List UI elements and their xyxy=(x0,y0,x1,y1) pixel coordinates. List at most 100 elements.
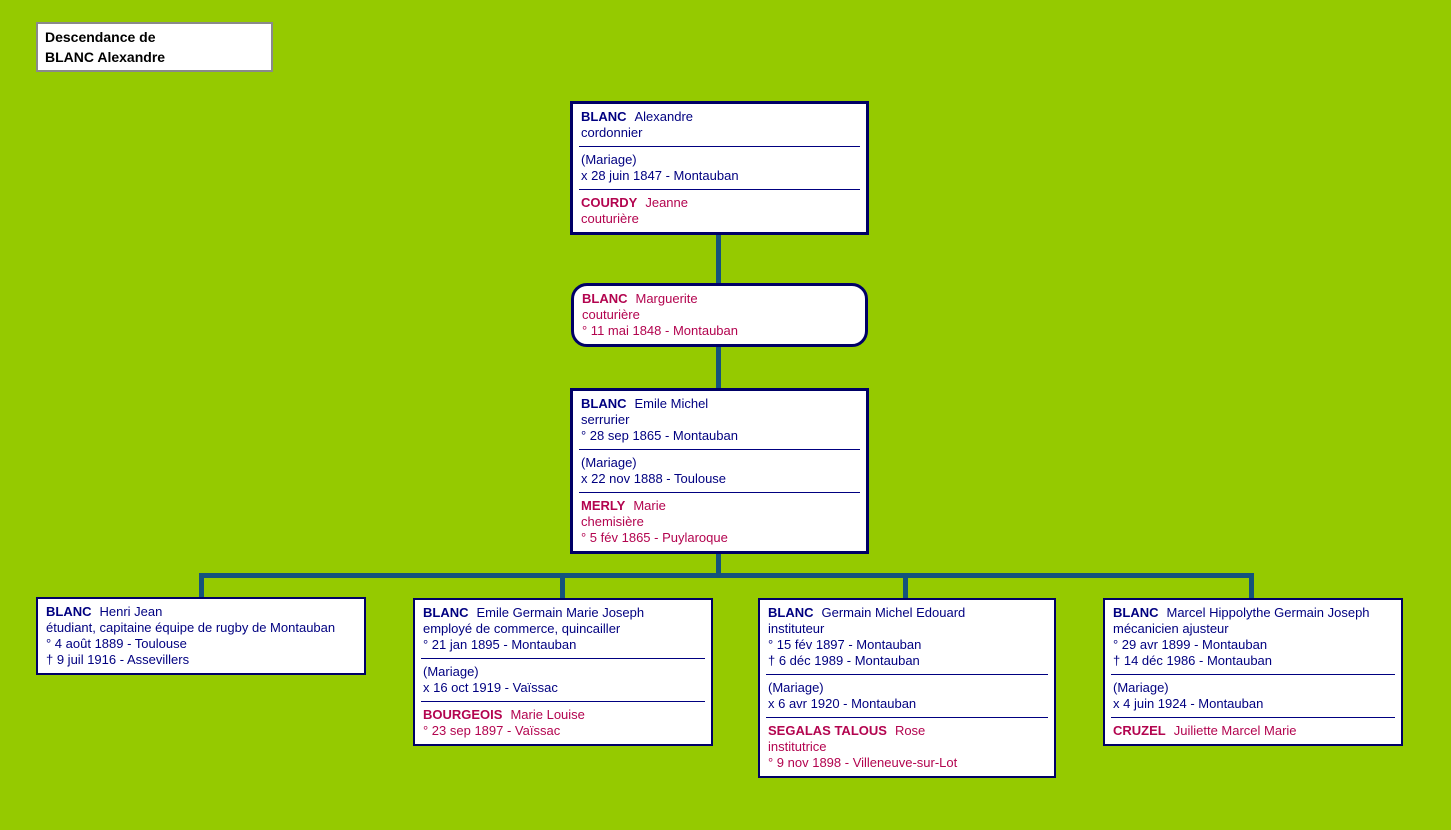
occupation: chemisière xyxy=(581,514,644,529)
birth-line: ° 21 jan 1895 - Montauban xyxy=(423,637,577,652)
person-name: BLANC Emile Michel xyxy=(581,396,858,412)
section-divider xyxy=(579,449,860,450)
surname: COURDY xyxy=(581,195,638,210)
marriage-date: x 6 avr 1920 - Montauban xyxy=(768,696,917,711)
section-divider xyxy=(766,674,1048,675)
surname: CRUZEL xyxy=(1113,723,1166,738)
person-box-emile-michel-merly[interactable]: BLANC Emile Michel serrurier ° 28 sep 186… xyxy=(570,388,869,554)
surname: BLANC xyxy=(581,109,627,124)
section-divider xyxy=(579,146,860,147)
surname: BLANC xyxy=(423,605,469,620)
birth-line: ° 23 sep 1897 - Vaïssac xyxy=(423,723,561,738)
given-name: Marie Louise xyxy=(510,707,585,722)
marriage-date: x 22 nov 1888 - Toulouse xyxy=(581,471,727,486)
section-divider xyxy=(421,701,705,702)
person-box-emile-germain-bourgeois[interactable]: BLANC Emile Germain Marie Joseph employé … xyxy=(413,598,713,746)
surname: SEGALAS TALOUS xyxy=(768,723,887,738)
birth-line: ° 28 sep 1865 - Montauban xyxy=(581,428,738,443)
occupation: couturière xyxy=(582,307,640,322)
wife-section: COURDY Jeanne couturière xyxy=(573,190,866,232)
section-divider xyxy=(579,492,860,493)
person-name: BOURGEOIS Marie Louise xyxy=(423,707,703,723)
marriage-date: x 4 juin 1924 - Montauban xyxy=(1113,696,1264,711)
wife-section: BOURGEOIS Marie Louise ° 23 sep 1897 - Va… xyxy=(415,702,711,744)
surname: BLANC xyxy=(768,605,814,620)
person-name: BLANC Germain Michel Edouard xyxy=(768,605,1046,621)
surname: BLANC xyxy=(581,396,627,411)
birth-line: ° 5 fév 1865 - Puylaroque xyxy=(581,530,728,545)
marriage-section: (Mariage) x 6 avr 1920 - Montauban xyxy=(760,675,1054,717)
death-line: † 14 déc 1986 - Montauban xyxy=(1113,653,1273,668)
occupation: cordonnier xyxy=(581,125,643,140)
section-divider xyxy=(421,658,705,659)
occupation: instituteur xyxy=(768,621,825,636)
marriage-section: (Mariage) x 4 juin 1924 - Montauban xyxy=(1105,675,1401,717)
wife-section: CRUZEL Juiliette Marcel Marie xyxy=(1105,718,1401,744)
marriage-label: (Mariage) xyxy=(1113,680,1169,695)
marriage-section: (Mariage) x 22 nov 1888 - Toulouse xyxy=(573,450,866,492)
occupation: institutrice xyxy=(768,739,827,754)
surname: BLANC xyxy=(582,291,628,306)
death-line: † 9 juil 1916 - Assevillers xyxy=(46,652,190,667)
birth-line: ° 11 mai 1848 - Montauban xyxy=(582,323,738,338)
given-name: Emile Michel xyxy=(634,396,709,411)
surname: BLANC xyxy=(1113,605,1159,620)
person-box-marguerite[interactable]: BLANC Marguerite couturière ° 11 mai 1848… xyxy=(571,283,868,347)
connector-drop-emile-germain xyxy=(560,573,565,600)
connector-drop-henri xyxy=(199,573,204,600)
wife-section: SEGALAS TALOUS Rose institutrice ° 9 nov … xyxy=(760,718,1054,776)
connector-alexandre-marguerite xyxy=(716,230,721,286)
given-name: Rose xyxy=(894,723,926,738)
connector-emile-bus xyxy=(716,545,721,578)
occupation: couturière xyxy=(581,211,639,226)
husband-section: BLANC Emile Michel serrurier ° 28 sep 186… xyxy=(573,391,866,449)
given-name: Henri Jean xyxy=(99,604,163,619)
person-name: COURDY Jeanne xyxy=(581,195,858,211)
tree-title-line2: BLANC Alexandre xyxy=(45,49,166,65)
occupation: employé de commerce, quincailler xyxy=(423,621,621,636)
birth-line: ° 15 fév 1897 - Montauban xyxy=(768,637,922,652)
marriage-label: (Mariage) xyxy=(768,680,824,695)
section-divider xyxy=(766,717,1048,718)
tree-title-box: Descendance de BLANC Alexandre xyxy=(36,22,273,72)
connector-drop-germain xyxy=(903,573,908,600)
marriage-label: (Mariage) xyxy=(581,455,637,470)
person-name: BLANC Marguerite xyxy=(582,291,857,307)
person-name: BLANC Emile Germain Marie Joseph xyxy=(423,605,703,621)
person-name: BLANC Henri Jean xyxy=(46,604,356,620)
surname: BLANC xyxy=(46,604,92,619)
person-section: BLANC Marguerite couturière ° 11 mai 1848… xyxy=(574,286,865,344)
occupation: mécanicien ajusteur xyxy=(1113,621,1229,636)
marriage-date: x 16 oct 1919 - Vaïssac xyxy=(423,680,558,695)
husband-section: BLANC Emile Germain Marie Joseph employé … xyxy=(415,600,711,658)
given-name: Marguerite xyxy=(635,291,698,306)
surname: BOURGEOIS xyxy=(423,707,503,722)
given-name: Jeanne xyxy=(645,195,688,210)
occupation: serrurier xyxy=(581,412,630,427)
person-name: SEGALAS TALOUS Rose xyxy=(768,723,1046,739)
given-name: Marie xyxy=(633,498,666,513)
marriage-section: (Mariage) x 28 juin 1847 - Montauban xyxy=(573,147,866,189)
person-box-henri-jean[interactable]: BLANC Henri Jean étudiant, capitaine équi… xyxy=(36,597,366,675)
occupation: étudiant, capitaine équipe de rugby de M… xyxy=(46,620,336,635)
connector-marguerite-emile xyxy=(716,338,721,391)
birth-line: ° 9 nov 1898 - Villeneuve-sur-Lot xyxy=(768,755,958,770)
person-name: CRUZEL Juiliette Marcel Marie xyxy=(1113,723,1393,739)
given-name: Juiliette Marcel Marie xyxy=(1173,723,1297,738)
given-name: Emile Germain Marie Joseph xyxy=(476,605,645,620)
person-section: BLANC Henri Jean étudiant, capitaine équi… xyxy=(38,599,364,673)
section-divider xyxy=(1111,674,1395,675)
marriage-label: (Mariage) xyxy=(423,664,479,679)
birth-line: ° 29 avr 1899 - Montauban xyxy=(1113,637,1268,652)
given-name: Germain Michel Edouard xyxy=(821,605,966,620)
marriage-section: (Mariage) x 16 oct 1919 - Vaïssac xyxy=(415,659,711,701)
